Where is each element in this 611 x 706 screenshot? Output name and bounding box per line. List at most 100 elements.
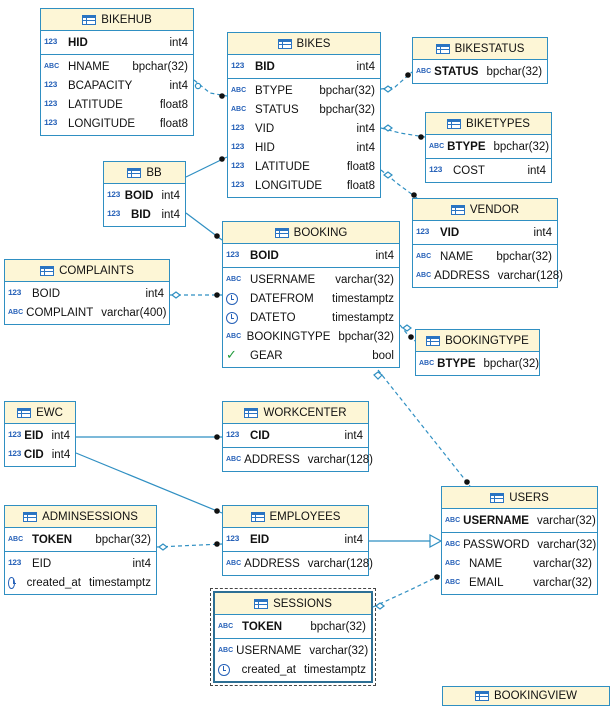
link-bikes-bikehub[interactable]	[193, 79, 228, 99]
link-bikes-bikestatus[interactable]	[380, 71, 413, 93]
table-header[interactable]: BIKESTATUS	[413, 38, 547, 60]
table-header[interactable]: BOOKINGTYPE	[416, 330, 539, 352]
link-bikes-biketypes[interactable]	[380, 124, 426, 140]
table-header[interactable]: WORKCENTER	[223, 402, 368, 424]
column-type: varchar(32)	[335, 273, 394, 286]
table-header[interactable]: EMPLOYEES	[223, 506, 368, 528]
column-name: USERNAME	[463, 514, 529, 527]
link-booking-users[interactable]	[373, 369, 471, 487]
link-bb-bikes[interactable]	[185, 156, 228, 178]
link-bb-booking[interactable]	[185, 212, 223, 241]
table-bookingview-partial[interactable]: BOOKINGVIEW	[442, 686, 610, 706]
table-header[interactable]: BIKES	[228, 33, 380, 55]
link-complaints-booking[interactable]	[170, 291, 222, 299]
link-ewc-employees[interactable]	[75, 452, 223, 514]
link-ewc-workcenter[interactable]	[76, 434, 222, 440]
table-header[interactable]: USERS	[442, 487, 597, 509]
link-bikes-vendor[interactable]	[380, 169, 418, 199]
text-type-icon: ABC	[419, 360, 435, 367]
text-type-icon: ABC	[231, 106, 247, 113]
column-name: VID	[440, 226, 460, 239]
table-header[interactable]: BIKEHUB	[41, 9, 193, 31]
table-header[interactable]: BB	[104, 162, 185, 184]
table-header[interactable]: SESSIONS	[215, 593, 371, 615]
link-sessions-users[interactable]	[372, 574, 442, 610]
column-name: CID	[250, 429, 270, 442]
table-header[interactable]: COMPLAINTS	[5, 260, 169, 282]
link-adminsessions-employees[interactable]	[156, 541, 223, 551]
link-booking-bookingtype[interactable]	[399, 324, 416, 342]
table-header[interactable]: ADMINSESSIONS	[5, 506, 156, 528]
link-employees-users[interactable]	[369, 533, 443, 549]
table-header[interactable]: BOOKING	[223, 222, 399, 244]
table-header[interactable]: VENDOR	[413, 199, 557, 221]
column-name: EMAIL	[469, 576, 504, 589]
column-name: BOID	[250, 249, 279, 262]
table-header[interactable]: BIKETYPES	[426, 113, 551, 135]
table-header[interactable]: EWC	[5, 402, 75, 424]
